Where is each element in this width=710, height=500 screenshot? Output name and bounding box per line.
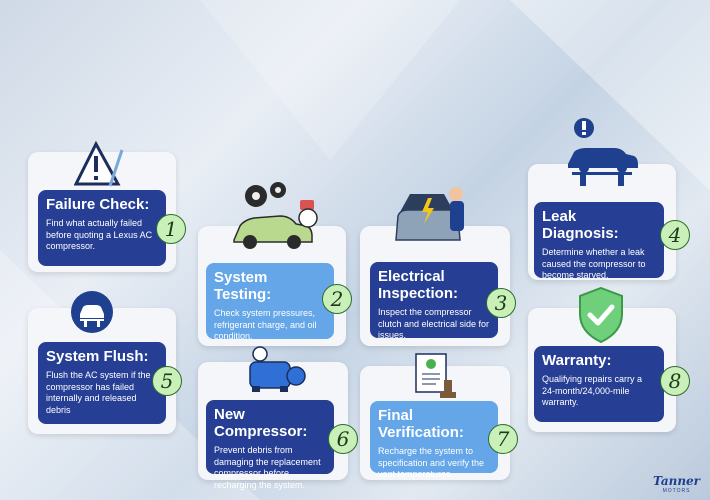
step-5-title: System Flush: <box>46 348 149 365</box>
step-5-text: Flush the AC system if the compressor ha… <box>46 370 151 415</box>
step-2-panel: System Testing: Check system pressures, … <box>206 263 334 341</box>
step-7-panel: Final Verification: Recharge the system … <box>370 401 498 479</box>
brand-logo: Tanner MOTORS <box>653 474 700 494</box>
step-8-title: Warranty: <box>542 352 612 369</box>
logo-subtitle: MOTORS <box>662 488 691 494</box>
step-6-text: Prevent debris from damaging the replace… <box>214 445 321 490</box>
step-4-number: 4 <box>660 220 690 250</box>
step-8-text: Qualifying repairs carry a 24-month/24,0… <box>542 374 643 407</box>
step-6-number: 6 <box>328 424 358 454</box>
step-8-panel: Warranty: Qualifying repairs carry a 24-… <box>534 346 664 422</box>
step-8-number: 8 <box>660 366 690 396</box>
car-lift-circle-icon <box>71 291 113 333</box>
step-4-panel: Leak Diagnosis: Determine whether a leak… <box>534 202 664 280</box>
step-5-panel: System Flush: Flush the AC system if the… <box>38 342 166 424</box>
step-1-number: 1 <box>156 214 186 244</box>
step-2-title: System Testing: <box>214 269 272 303</box>
step-5-number: 5 <box>152 366 182 396</box>
document-stamp-icon <box>415 353 456 398</box>
step-2-number: 2 <box>322 284 352 314</box>
car-gears-gauge-icon <box>233 182 318 249</box>
step-7-title: Final Verification: <box>378 407 464 441</box>
mechanic-hood-icon <box>395 187 464 241</box>
compressor-icon <box>249 346 306 392</box>
shield-check-icon <box>579 286 623 344</box>
step-1-text: Find what actually failed before quoting… <box>46 218 153 251</box>
step-3-title: Electrical Inspection: <box>378 268 459 302</box>
step-6-panel: New Compressor: Prevent debris from dama… <box>206 400 334 490</box>
step-3-text: Inspect the compressor clutch and electr… <box>378 307 490 340</box>
step-1-title: Failure Check: <box>46 196 150 213</box>
step-7-text: Recharge the system to specification and… <box>378 446 485 479</box>
step-3-number: 3 <box>486 288 516 318</box>
step-6-title: New Compressor: <box>214 406 308 440</box>
step-2-text: Check system pressures, refrigerant char… <box>214 308 317 341</box>
car-lift-alert-icon <box>568 118 638 186</box>
step-4-title: Leak Diagnosis: <box>542 208 619 242</box>
warning-sign-icon <box>74 140 124 187</box>
step-3-panel: Electrical Inspection: Inspect the compr… <box>370 262 498 340</box>
logo-name: Tanner <box>653 474 700 488</box>
step-7-number: 7 <box>488 424 518 454</box>
step-4-text: Determine whether a leak caused the comp… <box>542 247 646 280</box>
step-1-panel: Failure Check: Find what actually failed… <box>38 190 166 266</box>
